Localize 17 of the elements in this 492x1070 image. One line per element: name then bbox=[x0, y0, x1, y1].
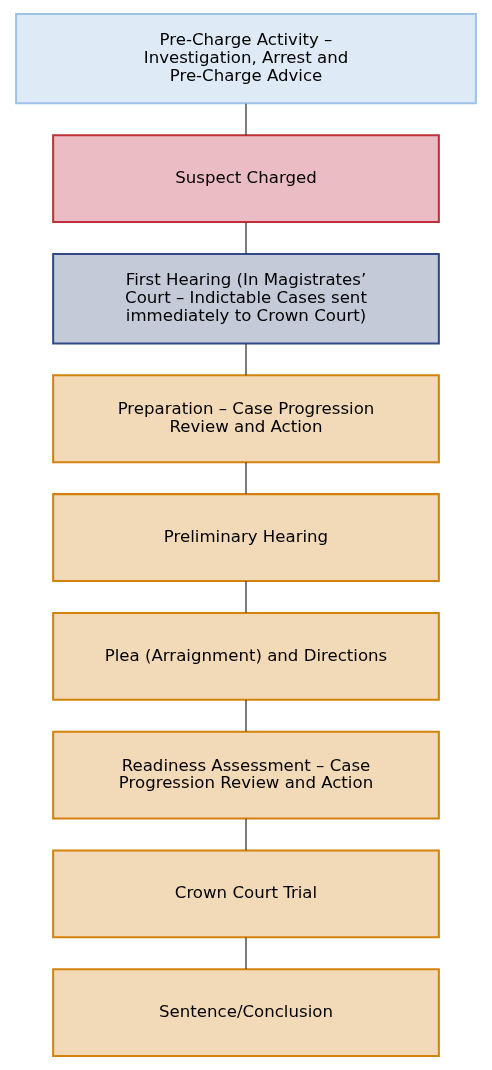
node-box: First Hearing (In Magistrates’ Court – Indictable Cases sent immediately to Crown Court) bbox=[52, 253, 440, 345]
connector bbox=[245, 343, 247, 376]
node-box: Pre-Charge Activity – Investigation, Arrest and Pre-Charge Advice bbox=[15, 12, 477, 105]
connector bbox=[245, 936, 247, 970]
connector bbox=[245, 103, 247, 136]
node-box: Readiness Assessment – Case Progression Review and Action bbox=[52, 730, 440, 820]
connector bbox=[245, 818, 247, 851]
node-box: Crown Court Trial bbox=[52, 849, 440, 939]
node-box: Sentence/Conclusion bbox=[52, 968, 440, 1058]
node-box: Suspect Charged bbox=[52, 134, 440, 224]
node-box: Preliminary Hearing bbox=[52, 493, 440, 582]
node-box: Plea (Arraignment) and Directions bbox=[52, 611, 440, 701]
connector bbox=[245, 580, 247, 614]
connector bbox=[245, 699, 247, 732]
connector bbox=[245, 221, 247, 255]
connector bbox=[245, 461, 247, 495]
node-box: Preparation – Case Progression Review and Action bbox=[52, 374, 440, 464]
